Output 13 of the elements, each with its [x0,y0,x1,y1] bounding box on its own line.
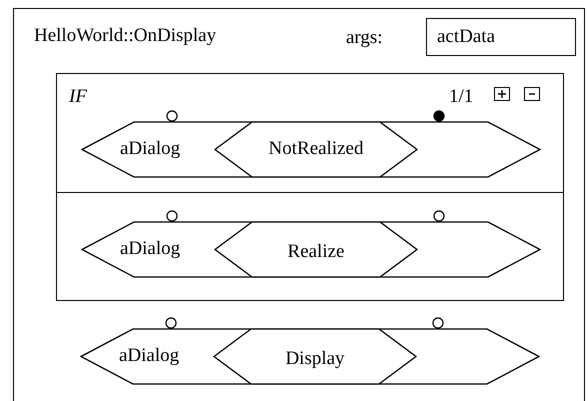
case-title: IF [69,86,87,108]
method-hexagon: Display [214,329,416,384]
object-name: aDialog [119,345,180,367]
method-title: HelloWorld::OnDisplay [34,25,216,47]
object-name: aDialog [120,238,180,260]
input-field: actData [426,18,576,56]
case-panel [56,73,564,301]
object-name: aDialog [120,138,180,160]
method-hexagon: Realize [215,222,417,277]
method-hexagon: NotRealized [215,122,417,177]
method-frame [13,8,585,401]
field-label: args: [346,27,383,49]
case-counter: 1/1 [449,86,474,108]
